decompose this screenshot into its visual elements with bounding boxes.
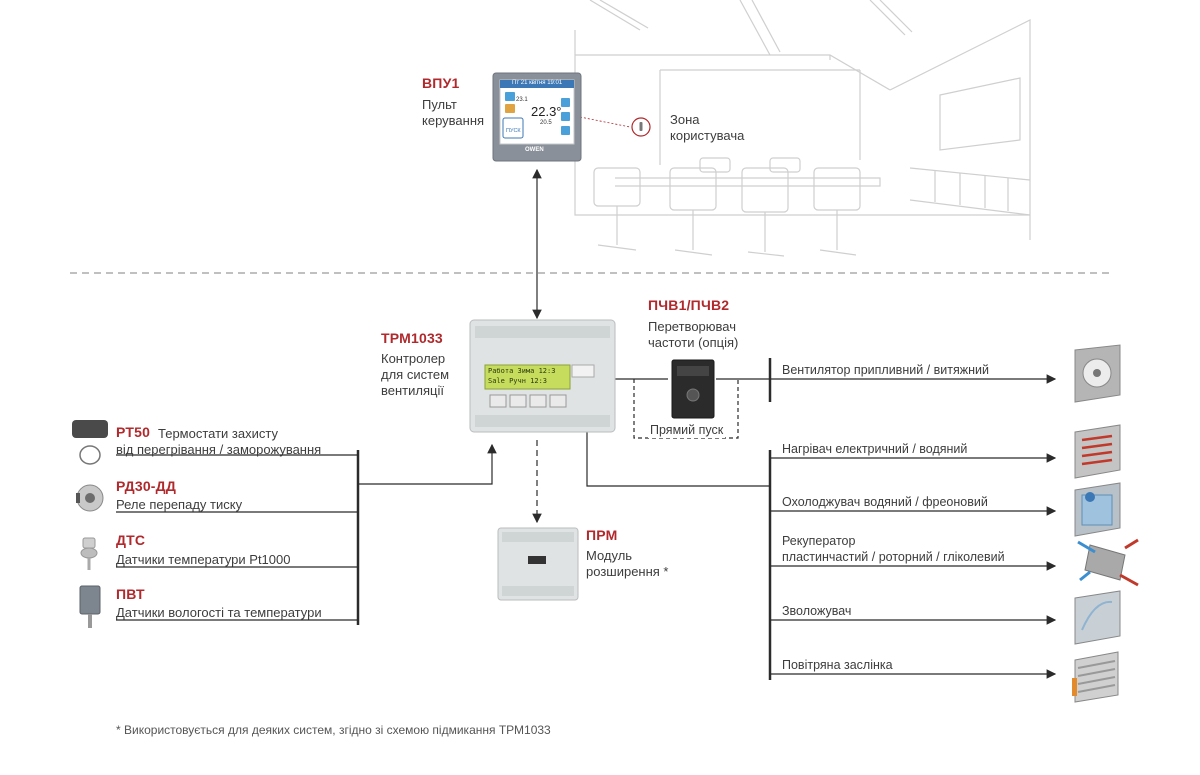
- heater-icon: [1074, 424, 1121, 479]
- panel-screen-button: ПУСК: [506, 128, 521, 134]
- output-label-2: Охолоджувач водяний / фреоновий: [782, 495, 988, 509]
- panel-screen-date: Пт 21 квітня 19:01: [512, 80, 563, 86]
- humidifier-icon: [1074, 590, 1121, 645]
- output-label-1: Нагрівач електричний / водяний: [782, 442, 968, 456]
- panel-desc-1: Пульт: [422, 97, 457, 112]
- panel-desc-2: керування: [422, 113, 485, 128]
- fan-icon: [1074, 344, 1121, 403]
- module-desc-1: Модуль: [586, 548, 633, 563]
- controller-lcd-line1: Работа Зима 12:3: [488, 367, 556, 375]
- cooler-icon: [1074, 482, 1121, 537]
- output-label-3-1: Рекуператор: [782, 534, 856, 548]
- controller-lcd-line2: Sale Ручн 12:3: [488, 377, 548, 385]
- controller-code: ТРМ1033: [381, 330, 443, 346]
- input-desc-2-1: Датчики температури Pt1000: [116, 552, 291, 567]
- panel-screen-small: 23.1: [516, 97, 528, 103]
- humidity-sensor-icon: [79, 585, 101, 628]
- module-desc-2: розширення *: [586, 564, 669, 579]
- inverter-desc-2: частоти (опція): [648, 335, 739, 350]
- temperature-sensor-icon: [80, 537, 98, 570]
- user-zone-label-2: користувача: [670, 128, 745, 143]
- panel-brand: OWEN: [525, 147, 544, 153]
- panel-screen-setpoint: 20.5: [540, 120, 552, 126]
- direct-start-label: Прямий пуск: [648, 423, 726, 438]
- output-label-3-2: пластинчастий / роторний / гліколевий: [782, 550, 1005, 564]
- input-desc-3-1: Датчики вологості та температури: [116, 605, 322, 620]
- output-label-5: Повітряна заслінка: [782, 658, 893, 672]
- input-desc-0-2: від перегрівання / заморожування: [116, 442, 322, 457]
- input-code-0: РТ50: [116, 424, 151, 440]
- inverter-desc-1: Перетворювач: [648, 319, 737, 334]
- input-desc-1-1: Реле перепаду тиску: [116, 497, 243, 512]
- controller-desc-3: вентиляції: [381, 383, 444, 398]
- thermostat-icon: [72, 420, 108, 465]
- output-label-4: Зволожувач: [782, 604, 852, 618]
- air-damper-icon: [1072, 651, 1119, 703]
- pressure-relay-icon: [76, 484, 104, 512]
- input-code-1: РД30-ДД: [116, 478, 177, 494]
- module-code: ПРМ: [586, 527, 618, 543]
- input-code-3: ПВТ: [116, 586, 145, 602]
- user-zone-label-1: Зона: [670, 112, 700, 127]
- input-code-2: ДТС: [116, 532, 146, 548]
- output-label-0: Вентилятор припливний / витяжний: [782, 363, 989, 377]
- inverter-code: ПЧВ1/ПЧВ2: [648, 297, 730, 313]
- footnote: * Використовується для деяких систем, зг…: [116, 723, 551, 737]
- controller-desc-1: Контролер: [381, 351, 446, 366]
- panel-code: ВПУ1: [422, 75, 460, 91]
- recuperator-icon: [1077, 538, 1139, 587]
- panel-screen-temp: 22.3°: [531, 104, 562, 119]
- controller-desc-2: для систем: [381, 367, 450, 382]
- input-desc-0-1: Термостати захисту: [158, 426, 278, 441]
